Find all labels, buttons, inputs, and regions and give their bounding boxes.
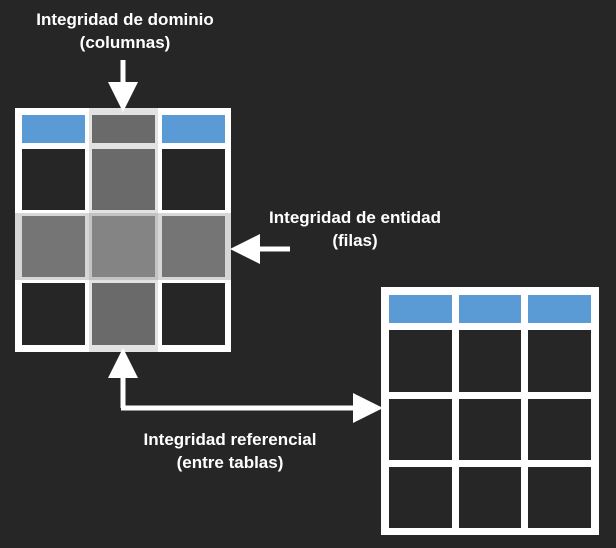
entity-integrity-label: Integridad de entidad (filas) [240, 206, 470, 252]
domain-integrity-label: Integridad de dominio (columnas) [10, 8, 240, 54]
entity-integrity-title: Integridad de entidad [269, 208, 441, 227]
referential-integrity-subtitle: (entre tablas) [176, 453, 284, 472]
domain-integrity-subtitle: (columnas) [79, 33, 171, 52]
right-header-cell-2 [459, 295, 521, 323]
right-header-cell-1 [389, 295, 452, 323]
left-cell-r3c3-highlighted-row [162, 216, 225, 277]
left-cell-r2c1 [22, 149, 85, 210]
domain-column-band [89, 108, 158, 352]
left-header-cell-3 [162, 115, 225, 143]
referential-integrity-label: Integridad referencial (entre tablas) [115, 428, 345, 474]
left-cell-r3c2-intersection [92, 216, 155, 277]
entity-integrity-subtitle: (filas) [332, 231, 378, 250]
left-cell-r3c1-highlighted-row [22, 216, 85, 277]
right-cell-r3c1 [389, 399, 452, 460]
left-cell-r4c1 [22, 283, 85, 345]
left-cell-r4c2-highlighted-column [92, 283, 155, 345]
left-header-cell-1 [22, 115, 85, 143]
right-cell-r2c3 [528, 330, 591, 392]
right-cell-r4c3 [528, 467, 591, 528]
left-cell-r4c3 [162, 283, 225, 345]
left-cell-r2c3 [162, 149, 225, 210]
domain-integrity-title: Integridad de dominio [36, 10, 214, 29]
referential-integrity-title: Integridad referencial [143, 430, 317, 449]
right-cell-r2c2 [459, 330, 521, 392]
left-header-cell-2-highlighted [92, 115, 155, 143]
right-cell-r2c1 [389, 330, 452, 392]
right-cell-r4c2 [459, 467, 521, 528]
right-table [381, 287, 599, 535]
left-cell-r2c2-highlighted-column [92, 149, 155, 210]
right-cell-r4c1 [389, 467, 452, 528]
right-cell-r3c3 [528, 399, 591, 460]
entity-row-band [15, 213, 231, 280]
right-cell-r3c2 [459, 399, 521, 460]
right-header-cell-3 [528, 295, 591, 323]
left-table [15, 108, 231, 352]
